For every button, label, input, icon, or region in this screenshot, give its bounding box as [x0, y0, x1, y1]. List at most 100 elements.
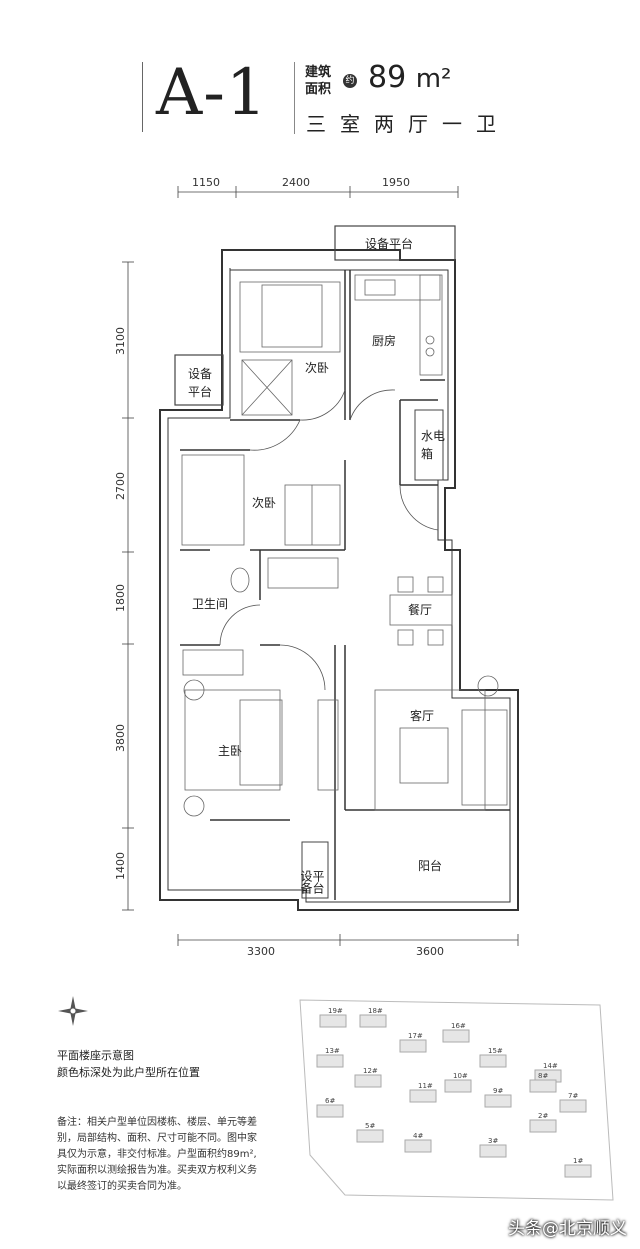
label-utility-1: 水电	[421, 429, 445, 443]
site-building-19	[564, 1164, 592, 1178]
dim-top-3: 1950	[382, 176, 410, 189]
watermark: 头条@北京顺义	[508, 1219, 627, 1239]
dim-left-5: 1400	[114, 852, 127, 880]
site-building-12	[484, 1094, 512, 1108]
site-building-label-9: 10#	[453, 1072, 468, 1080]
site-building-label-7: 14#	[543, 1062, 558, 1070]
site-building-4	[442, 1029, 470, 1043]
site-building-3	[399, 1039, 427, 1053]
site-building-label-8: 12#	[363, 1067, 378, 1075]
dim-bottom-2: 3600	[416, 945, 444, 958]
dim-left-1: 3100	[114, 327, 127, 355]
bathroom-fixtures	[230, 557, 339, 593]
kitchen-fixtures	[354, 274, 443, 376]
dim-top-2: 2400	[282, 176, 310, 189]
site-building-label-18: 2#	[538, 1112, 548, 1120]
label-bathroom: 卫生间	[192, 597, 228, 611]
site-building-label-1: 19#	[328, 1007, 343, 1015]
site-building-18	[529, 1119, 557, 1133]
notes: 备注：相关户型单位因楼栋、楼层、单元等差 别，局部结构、面积、尺寸可能不同。图中…	[57, 1115, 297, 1195]
site-building-label-12: 9#	[493, 1087, 503, 1095]
bedroom-1-furniture	[239, 281, 341, 416]
site-building-11	[409, 1089, 437, 1103]
site-building-17	[479, 1144, 507, 1158]
area-label-line2: 面积	[305, 82, 332, 97]
site-boundary	[299, 999, 614, 1201]
site-building-15	[356, 1129, 384, 1143]
label-equipment-bottom-1b: 设备	[299, 870, 313, 895]
equipment-platform-left	[174, 354, 224, 406]
dimension-top	[177, 186, 459, 198]
site-building-8	[354, 1074, 382, 1088]
site-building-10	[529, 1079, 557, 1093]
label-living-room: 客厅	[410, 708, 434, 723]
label-equipment-left-2: 平台	[188, 384, 212, 399]
dim-top-1: 1150	[192, 176, 220, 189]
label-equipment-bottom-2: 平台	[311, 870, 325, 894]
site-building-label-4: 16#	[451, 1022, 466, 1030]
site-building-label-19: 1#	[573, 1157, 583, 1165]
site-building-14	[316, 1104, 344, 1118]
dimension-left	[122, 261, 134, 911]
site-building-9	[444, 1079, 472, 1093]
legend: 平面楼座示意图 颜色标深处为此户型所在位置	[57, 1047, 200, 1081]
dim-left-2: 2700	[114, 472, 127, 500]
dim-left-4: 3800	[114, 724, 127, 752]
site-plan: 19#18#17#16#13#15#14#12#10#8#11#9#7#6#5#…	[299, 999, 614, 1201]
site-building-label-11: 11#	[418, 1082, 433, 1090]
label-equipment-left-1: 设备	[188, 367, 212, 381]
label-kitchen: 厨房	[372, 333, 396, 348]
note-line-4: 实际面积以测绘报告为准。买卖双方权利义务	[57, 1165, 257, 1176]
site-building-label-2: 18#	[368, 1007, 383, 1015]
door-swings	[219, 389, 439, 691]
site-building-label-17: 3#	[488, 1137, 498, 1145]
area-label-line1: 建筑	[305, 65, 332, 80]
area-value: 89 m²	[368, 60, 451, 95]
site-building-label-16: 4#	[413, 1132, 423, 1140]
label-equipment-platform-top: 设备平台	[365, 236, 413, 251]
master-bedroom-furniture	[182, 649, 283, 817]
outer-walls	[159, 249, 519, 911]
label-utility-2: 箱	[421, 446, 433, 461]
bedroom-2-furniture	[181, 454, 341, 546]
site-building-13	[559, 1099, 587, 1113]
area-label: 建筑 面积	[305, 64, 331, 98]
site-building-label-3: 17#	[408, 1032, 423, 1040]
site-building-6	[479, 1054, 507, 1068]
area-number: 89	[368, 60, 407, 95]
label-master-bedroom: 主卧	[218, 744, 242, 758]
label-secondary-bedroom-1: 次卧	[305, 361, 329, 375]
approx-badge: 约	[343, 74, 357, 88]
living-room-furniture	[317, 675, 508, 811]
label-balcony: 阳台	[418, 858, 442, 873]
site-building-2	[359, 1014, 387, 1028]
note-line-2: 别，局部结构、面积、尺寸可能不同。图中家	[57, 1133, 257, 1144]
dimension-bottom	[177, 934, 519, 946]
header-divider	[294, 62, 295, 134]
compass-icon	[58, 996, 88, 1026]
equipment-platform-bottom	[301, 841, 329, 899]
unit-code: A-1	[156, 56, 268, 130]
site-building-label-5: 13#	[325, 1047, 340, 1055]
label-dining-room: 餐厅	[408, 602, 432, 617]
floor-plan: 1150 2400 1950 3100 2700 1800 3800 1400 …	[114, 176, 519, 958]
label-secondary-bedroom-2: 次卧	[252, 496, 276, 510]
site-building-label-14: 6#	[325, 1097, 335, 1105]
site-building-5	[316, 1054, 344, 1068]
note-line-5: 以最终签订的买卖合同为准。	[57, 1181, 187, 1192]
site-building-label-10: 8#	[538, 1072, 548, 1080]
note-line-3: 具仅为示意，非交付标准。户型面积约89m²,	[57, 1149, 257, 1160]
site-building-label-15: 5#	[365, 1122, 375, 1130]
header: A-1 建筑 面积 约 89 m² 三室两厅一卫	[0, 0, 640, 150]
site-buildings: 19#18#17#16#13#15#14#12#10#8#11#9#7#6#5#…	[316, 1007, 592, 1178]
note-line-1: 备注：相关户型单位因楼栋、楼层、单元等差	[57, 1117, 257, 1128]
site-building-16	[404, 1139, 432, 1153]
legend-subtitle: 颜色标深处为此户型所在位置	[57, 1066, 200, 1079]
area-unit: m²	[415, 64, 452, 94]
header-top-rule	[142, 62, 143, 132]
site-building-label-6: 15#	[488, 1047, 503, 1055]
utility-box	[414, 409, 444, 481]
equipment-platform-top	[334, 225, 456, 261]
dim-left-3: 1800	[114, 584, 127, 612]
layout-desc: 三室两厅一卫	[306, 112, 510, 136]
